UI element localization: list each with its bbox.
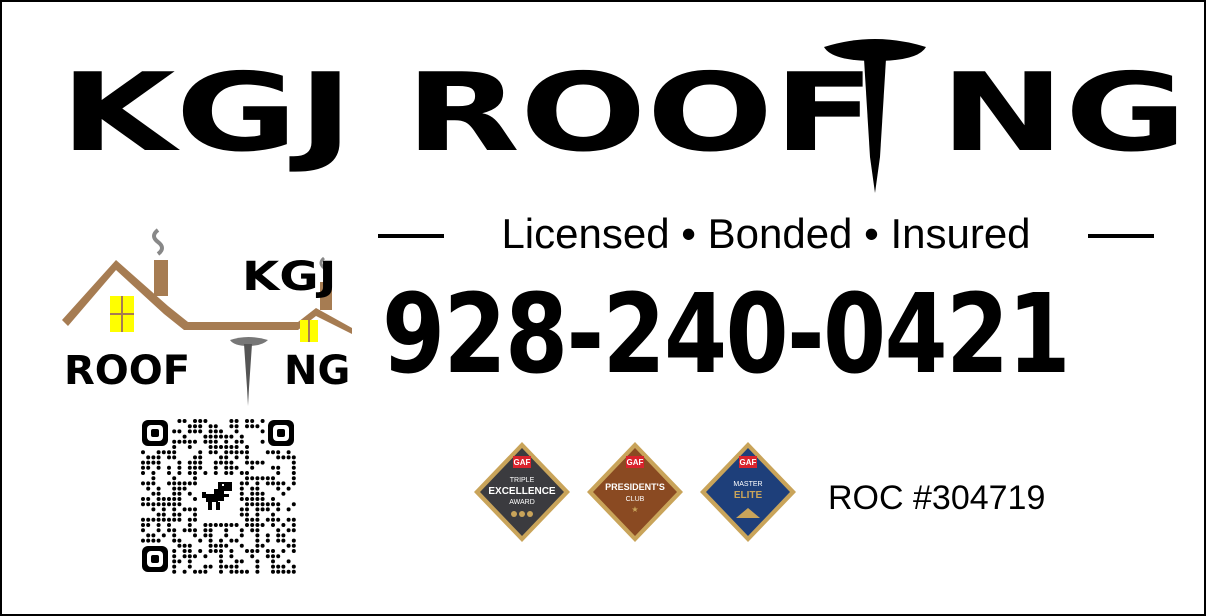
qr-code[interactable] bbox=[138, 416, 298, 576]
roc-license-number: ROC #304719 bbox=[828, 479, 1046, 517]
badge1-line2: EXCELLENCE bbox=[488, 486, 556, 497]
house-roof-icon bbox=[62, 228, 352, 406]
badge1-line1: TRIPLE bbox=[510, 477, 535, 484]
dinosaur-icon bbox=[200, 476, 236, 516]
badge-master-elite: GAF MASTER ELITE bbox=[700, 442, 796, 542]
logo-bottom-text-part1: ROOF bbox=[64, 348, 191, 394]
badge-triple-excellence: GAF TRIPLE EXCELLENCE AWARD bbox=[474, 442, 570, 542]
badge3-line2: ELITE bbox=[734, 490, 763, 501]
company-title-part2: NG bbox=[940, 51, 1188, 176]
badge2-line2: CLUB bbox=[626, 496, 645, 503]
tagline: Licensed • Bonded • Insured bbox=[378, 208, 1154, 260]
badge1-brand: GAF bbox=[514, 458, 531, 467]
phone-number[interactable]: 928-240-0421 bbox=[382, 270, 1071, 398]
logo-bottom-text-part2: NG bbox=[284, 348, 351, 394]
badge3-brand: GAF bbox=[740, 458, 757, 467]
tagline-text: Licensed • Bonded • Insured bbox=[501, 210, 1031, 257]
svg-text:★: ★ bbox=[631, 505, 638, 514]
logo-top-text: KGJ bbox=[242, 254, 337, 300]
certification-badges: GAF TRIPLE EXCELLENCE AWARD GAF PRESIDEN… bbox=[474, 442, 796, 542]
badge3-line1: MASTER bbox=[733, 481, 762, 488]
badge2-brand: GAF bbox=[627, 458, 644, 467]
tagline-dash-left bbox=[378, 234, 444, 238]
badge1-line3: AWARD bbox=[509, 499, 535, 506]
badge-presidents-club: GAF PRESIDENT'S CLUB ★ bbox=[587, 442, 683, 542]
tagline-dash-right bbox=[1088, 234, 1154, 238]
nail-icon bbox=[824, 39, 926, 193]
company-logo: KGJ ROOF NG bbox=[58, 224, 358, 414]
badge2-line1: PRESIDENT'S bbox=[605, 482, 665, 492]
company-title-part1: KGJ ROOF bbox=[60, 51, 876, 176]
